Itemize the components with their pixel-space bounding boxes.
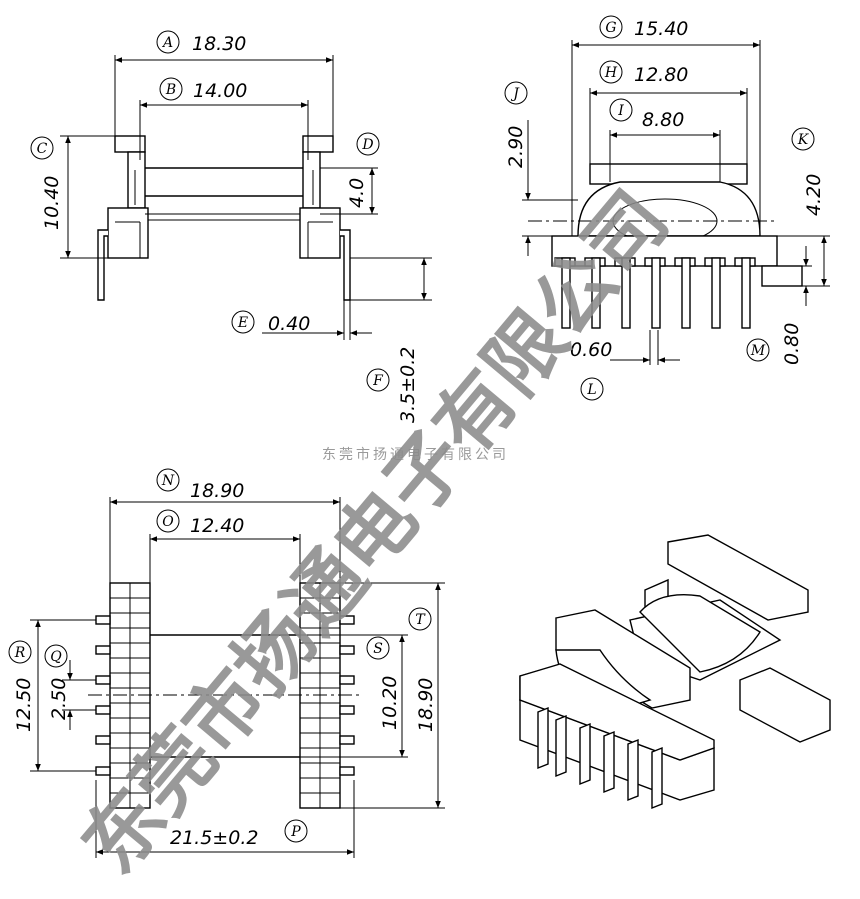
svg-text:A: A xyxy=(161,35,173,51)
dim-T: 18.90 xyxy=(415,678,437,732)
iso-pin xyxy=(627,738,639,802)
label-D: D xyxy=(356,132,380,156)
pin-end xyxy=(95,735,111,745)
pin-end xyxy=(339,766,355,776)
svg-text:O: O xyxy=(162,514,174,530)
pin-end xyxy=(95,705,111,715)
pin xyxy=(561,257,571,329)
iso-pin xyxy=(651,746,663,810)
isometric-view xyxy=(519,534,831,810)
label-P: P xyxy=(284,819,308,843)
pin xyxy=(651,257,661,329)
iso-pin xyxy=(537,706,549,770)
dim-B: 14.00 xyxy=(193,80,247,102)
pin-end xyxy=(339,705,355,715)
bottom-view xyxy=(30,497,445,858)
pin xyxy=(711,257,721,329)
iso-pin xyxy=(603,730,615,794)
svg-text:D: D xyxy=(361,137,373,153)
svg-text:R: R xyxy=(14,645,26,661)
dim-L: 0.60 xyxy=(570,339,612,361)
label-A: A xyxy=(156,30,180,54)
svg-text:C: C xyxy=(37,141,48,157)
iso-pins xyxy=(537,706,663,810)
svg-text:T: T xyxy=(415,612,426,628)
dim-M: 0.80 xyxy=(781,323,803,365)
iso-pin xyxy=(579,722,591,786)
pin-end xyxy=(95,645,111,655)
dim-K: 4.20 xyxy=(803,174,825,216)
label-N: N xyxy=(156,468,180,492)
label-L: L xyxy=(580,377,604,401)
label-F: F xyxy=(366,368,390,392)
pin xyxy=(591,257,601,329)
label-Q: Q xyxy=(44,644,68,668)
dim-E: 0.40 xyxy=(268,313,310,335)
iso-pin xyxy=(555,714,567,778)
svg-text:I: I xyxy=(617,103,624,119)
dim-A: 18.30 xyxy=(192,33,246,55)
svg-text:E: E xyxy=(237,315,248,331)
dim-O: 12.40 xyxy=(190,515,244,537)
dimension-labels: A 18.30 B 14.00 C 10.40 D 4.0 E 0.40 F 3… xyxy=(8,15,825,849)
dim-J: 2.90 xyxy=(505,126,527,168)
label-J: J xyxy=(504,81,528,105)
label-R: R xyxy=(8,640,32,664)
label-G: G xyxy=(599,15,623,39)
watermark-small: 东莞市扬通电子有限公司 xyxy=(322,446,509,463)
pin xyxy=(621,257,631,329)
svg-text:L: L xyxy=(586,382,596,398)
pin-end xyxy=(95,766,111,776)
label-O: O xyxy=(156,509,180,533)
label-S: S xyxy=(366,636,390,660)
dim-I: 8.80 xyxy=(642,109,684,131)
dim-D: 4.0 xyxy=(346,178,368,208)
front-view xyxy=(60,55,432,340)
svg-text:K: K xyxy=(797,132,810,148)
bottom-pins xyxy=(95,615,355,776)
label-T: T xyxy=(408,607,432,631)
watermark-large: 东莞市扬通电子有限公司 xyxy=(66,175,686,890)
svg-text:M: M xyxy=(750,343,766,359)
pin-end xyxy=(339,675,355,685)
svg-text:F: F xyxy=(372,373,384,389)
pin xyxy=(681,257,691,329)
side-pins xyxy=(554,257,756,329)
label-C: C xyxy=(30,136,54,160)
pin-end xyxy=(339,645,355,655)
label-H: H xyxy=(599,60,623,84)
dim-R: 12.50 xyxy=(13,678,35,732)
label-E: E xyxy=(231,310,255,334)
svg-text:B: B xyxy=(165,82,176,98)
label-B: B xyxy=(159,77,183,101)
svg-text:G: G xyxy=(605,20,616,36)
svg-text:S: S xyxy=(373,641,383,657)
dim-C: 10.40 xyxy=(41,176,63,230)
pin-end xyxy=(339,615,355,625)
svg-text:J: J xyxy=(510,86,520,102)
dim-H: 12.80 xyxy=(634,64,688,86)
svg-text:H: H xyxy=(604,65,618,81)
label-I: I xyxy=(609,98,633,122)
dim-F: 3.5±0.2 xyxy=(397,347,419,423)
svg-text:P: P xyxy=(290,824,301,840)
label-M: M xyxy=(746,338,770,362)
dim-Q: 2.50 xyxy=(48,678,70,720)
dim-P: 21.5±0.2 xyxy=(170,827,258,849)
dim-S: 10.20 xyxy=(379,676,401,730)
label-K: K xyxy=(791,127,815,151)
dim-G: 15.40 xyxy=(634,18,688,40)
dim-N: 18.90 xyxy=(190,480,244,502)
pin-end xyxy=(339,735,355,745)
svg-text:Q: Q xyxy=(50,649,62,665)
side-view xyxy=(522,40,830,365)
pin-end xyxy=(95,675,111,685)
svg-text:N: N xyxy=(161,473,175,489)
pin xyxy=(741,257,751,329)
pin-end xyxy=(95,615,111,625)
